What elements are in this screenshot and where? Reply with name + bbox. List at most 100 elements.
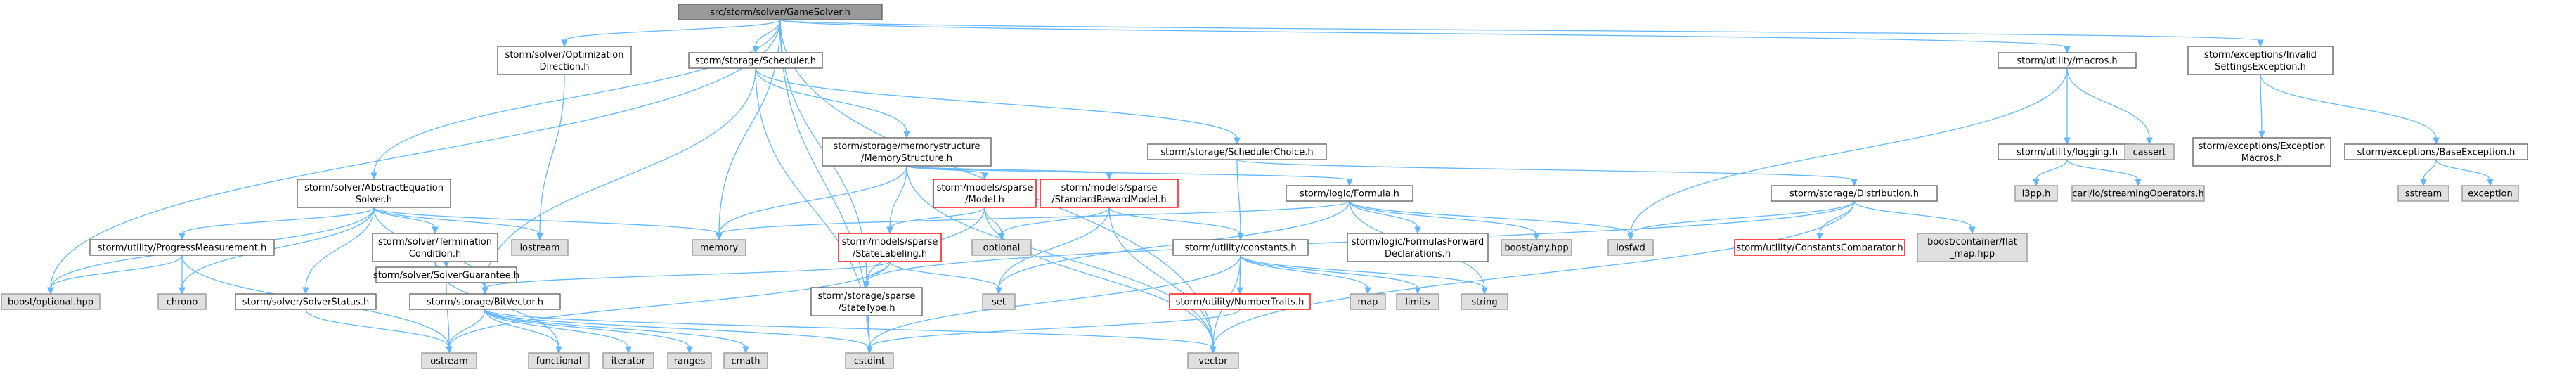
node-box: [372, 233, 498, 262]
node-box: [1040, 179, 1179, 208]
node-box: [157, 293, 207, 310]
node-label: storm/solver/AbstractEquation: [304, 183, 444, 193]
node-box: [1347, 233, 1489, 262]
node-boostany: boost/any.hpp: [1501, 239, 1572, 256]
node-label: boost/any.hpp: [1504, 243, 1568, 254]
edge-srm-to-vector: [1108, 207, 1217, 354]
node-string: string: [1461, 293, 1508, 310]
edge-root-to-invalidsettings: [779, 19, 2264, 48]
node-root[interactable]: src/storm/solver/GameSolver.h: [678, 4, 883, 20]
node-label: cmath: [731, 356, 760, 367]
node-label: exception: [2468, 189, 2513, 200]
edge-bitvector-to-ranges: [484, 309, 693, 354]
edge-schedchoice-to-distribution: [1236, 159, 1858, 187]
node-constants[interactable]: storm/utility/constants.h: [1172, 239, 1309, 256]
node-iostream: iostream: [511, 239, 569, 256]
node-label: functional: [536, 356, 582, 367]
node-limits: limits: [1396, 293, 1439, 310]
node-label: storm/storage/SchedulerChoice.h: [1160, 148, 1313, 158]
node-numtraits[interactable]: storm/utility/NumberTraits.h: [1169, 293, 1311, 310]
node-label: storm/storage/sparse: [818, 291, 916, 302]
node-label: /StandardRewardModel.h: [1051, 195, 1166, 205]
node-memory: memory: [692, 239, 746, 256]
node-statelabeling[interactable]: storm/models/sparse/StateLabeling.h: [838, 233, 942, 262]
node-cstdint: cstdint: [845, 352, 894, 369]
node-bitvector[interactable]: storm/storage/BitVector.h: [409, 293, 561, 310]
edge-bitvector-to-vector: [484, 309, 1217, 354]
node-statetype[interactable]: storm/storage/sparse/StateType.h: [810, 287, 923, 316]
node-label: boost/optional.hpp: [8, 297, 93, 308]
node-box: [1461, 293, 1508, 310]
node-logging[interactable]: storm/utility/logging.h: [1998, 143, 2137, 160]
node-sstream: sstream: [2397, 185, 2449, 202]
node-srm[interactable]: storm/models/sparse/StandardRewardModel.…: [1040, 179, 1179, 208]
node-box: [982, 293, 1016, 310]
edge-abseq-to-solverstatus: [302, 207, 375, 295]
node-box: [971, 239, 1032, 256]
edge-logging-to-l3pp: [2033, 159, 2068, 187]
node-box: [810, 287, 923, 316]
node-label: src/storm/solver/GameSolver.h: [710, 8, 850, 18]
node-invalidsettings[interactable]: storm/exceptions/InvalidSettingsExceptio…: [2187, 46, 2334, 75]
edge-abseq-to-progress: [179, 207, 375, 241]
node-formula[interactable]: storm/logic/Formula.h: [1286, 185, 1413, 202]
node-distribution[interactable]: storm/storage/Distribution.h: [1771, 185, 1938, 202]
node-label: storm/solver/Optimization: [505, 50, 624, 60]
node-box: [421, 352, 477, 369]
edge-bitvector-to-cmath: [484, 309, 749, 354]
node-solverguar[interactable]: storm/solver/SolverGuarantee.h: [373, 266, 519, 283]
node-boostopt: boost/optional.hpp: [1, 293, 101, 310]
node-box: [1917, 233, 2028, 262]
node-box: [89, 239, 275, 256]
node-label: ostream: [430, 356, 468, 367]
edge-logging-to-streamops: [2066, 159, 2142, 187]
node-box: [2071, 185, 2205, 202]
node-label: storm/models/sparse: [937, 183, 1033, 193]
node-constcomp[interactable]: storm/utility/ConstantsComparator.h: [1734, 239, 1905, 256]
file-nodes: src/storm/solver/GameSolver.h storm/solve…: [1, 4, 2528, 369]
node-macros[interactable]: storm/utility/macros.h: [1998, 52, 2137, 69]
node-label: string: [1471, 297, 1497, 308]
node-memstruct[interactable]: storm/storage/memorystructure/MemoryStru…: [822, 137, 992, 167]
node-box: [822, 137, 992, 167]
node-set: set: [982, 293, 1016, 310]
node-label: _map.hpp: [1949, 249, 1995, 259]
node-label: sstream: [2405, 189, 2442, 200]
edge-statelabeling-to-set: [889, 261, 1002, 295]
node-label: carl/io/streamingOperators.h: [2072, 189, 2203, 200]
node-schedchoice[interactable]: storm/storage/SchedulerChoice.h: [1147, 143, 1327, 160]
node-label: /StateType.h: [838, 303, 895, 314]
node-label: storm/exceptions/Exception: [2199, 141, 2326, 152]
node-label: storm/solver/SolverStatus.h: [242, 297, 369, 308]
node-scheduler[interactable]: storm/storage/Scheduler.h: [688, 52, 823, 69]
node-label: storm/models/sparse: [1061, 183, 1158, 193]
node-label: SettingsException.h: [2215, 62, 2306, 72]
edge-model-to-vector: [984, 207, 1217, 354]
edge-progress-to-boostopt: [47, 255, 183, 295]
node-cassert: cassert: [2124, 143, 2175, 160]
node-fwddecl[interactable]: storm/logic/FormulasForwardDeclarations.…: [1347, 233, 1489, 262]
node-box: [1771, 185, 1938, 202]
node-label: storm/storage/BitVector.h: [427, 297, 543, 308]
node-model[interactable]: storm/models/sparse/Model.h: [933, 179, 1037, 208]
edge-scheduler-to-memstruct: [755, 67, 910, 139]
node-label: cstdint: [854, 356, 885, 367]
edge-memstruct-to-formula: [906, 165, 1353, 187]
node-solverstatus[interactable]: storm/solver/SolverStatus.h: [235, 293, 377, 310]
node-box: [497, 46, 632, 75]
edge-root-to-abseq: [370, 19, 781, 181]
edge-macros-to-logging: [2064, 68, 2071, 146]
edge-root-to-macros: [779, 19, 2071, 54]
node-label: boost/container/flat: [1927, 237, 2017, 247]
edge-baseexc-to-sstream: [2420, 159, 2437, 187]
node-progress[interactable]: storm/utility/ProgressMeasurement.h: [89, 239, 275, 256]
node-baseexc[interactable]: storm/exceptions/BaseException.h: [2344, 143, 2528, 160]
node-box: [602, 352, 654, 369]
node-box: [688, 52, 823, 69]
node-box: [409, 293, 561, 310]
